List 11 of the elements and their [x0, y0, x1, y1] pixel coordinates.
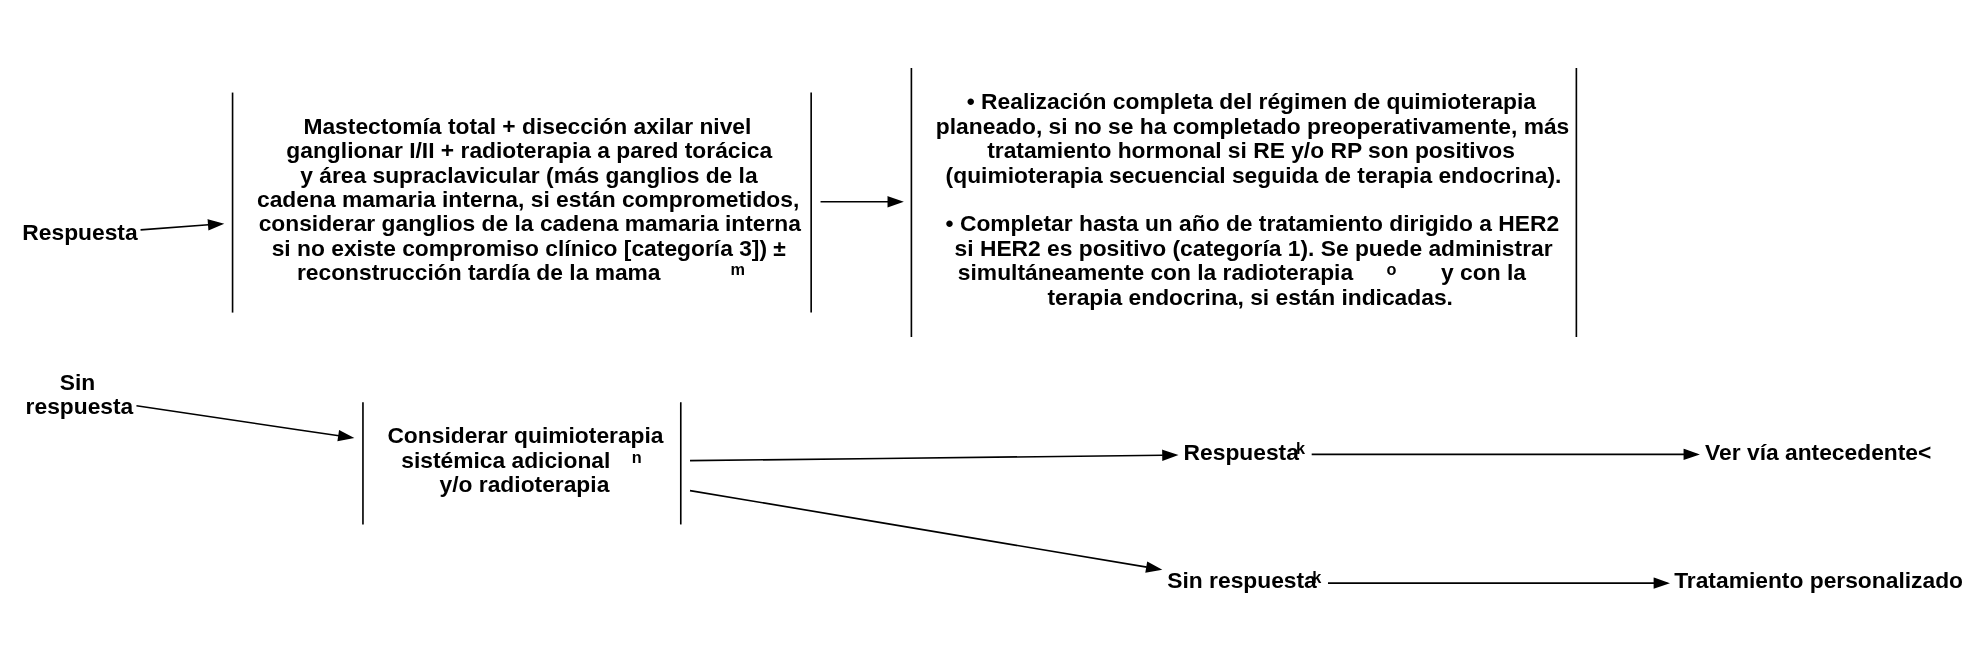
arrow	[1327, 576, 1670, 589]
node-text: Sin respuesta	[25, 368, 134, 419]
arrow	[689, 489, 1163, 573]
arrow	[1310, 448, 1700, 460]
arrow	[689, 449, 1179, 461]
node-text: Tratamiento personalizado	[1674, 566, 1963, 593]
node-text: Ver vía antecedente<	[1705, 438, 1932, 465]
node-text: Respuesta	[22, 218, 138, 245]
arrow	[139, 218, 225, 231]
arrow	[135, 404, 355, 441]
arrow	[819, 195, 904, 207]
